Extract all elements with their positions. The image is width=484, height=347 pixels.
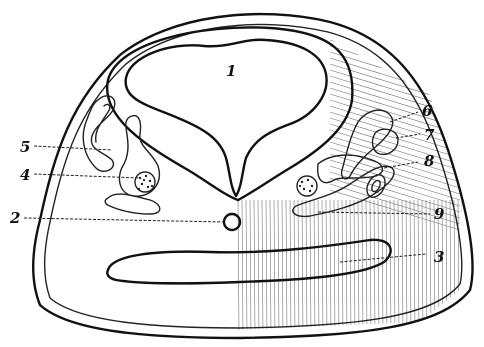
- label-2: 2: [9, 209, 20, 227]
- hatch-line: [310, 200, 311, 335]
- right-structure-7: [373, 129, 398, 154]
- elongated-cavity: [107, 240, 390, 284]
- hatch-line: [330, 70, 460, 110]
- hatch-line: [242, 200, 243, 335]
- hatch-line: [250, 200, 251, 335]
- hatch-line: [266, 200, 267, 335]
- hatch-line: [278, 200, 279, 335]
- small-canal: [224, 214, 240, 230]
- hatch-line: [354, 200, 355, 335]
- label-4: 4: [20, 166, 30, 184]
- hatch-line: [270, 200, 271, 335]
- left-folded-structure-inner: [96, 104, 110, 142]
- hatch-line: [422, 200, 423, 335]
- hatch-line: [254, 200, 255, 335]
- hatch-line: [330, 166, 460, 206]
- hatch-line: [318, 200, 319, 335]
- hatch-line: [314, 200, 315, 335]
- hatch-line: [334, 200, 335, 335]
- hatch-line: [350, 200, 351, 335]
- hatch-line: [406, 200, 407, 335]
- hatch-line: [322, 200, 323, 335]
- hatch-line: [346, 200, 347, 335]
- hatch-line: [366, 200, 367, 335]
- hatch-line: [458, 200, 459, 335]
- hatch-line: [418, 200, 419, 335]
- label-7: 7: [424, 126, 435, 144]
- right-structure-8: [318, 155, 383, 183]
- hatch-line: [358, 200, 359, 335]
- label-5: 5: [20, 138, 30, 156]
- hatch-line: [330, 130, 460, 170]
- hatch-line: [410, 200, 411, 335]
- hatch-line: [382, 200, 383, 335]
- label-6: 6: [422, 102, 433, 120]
- hatch-line: [286, 200, 287, 335]
- hatch-line: [386, 200, 387, 335]
- hatch-line: [338, 200, 339, 335]
- left-flask-structure: [119, 116, 159, 197]
- hatch-line: [330, 58, 460, 98]
- right-structure-9: [293, 166, 394, 216]
- hatch-line: [274, 200, 275, 335]
- hatch-line: [402, 200, 403, 335]
- left-lower-loop: [105, 194, 160, 214]
- hatch-line: [426, 200, 427, 335]
- hatch-line: [430, 200, 431, 335]
- hatch-line: [394, 200, 395, 335]
- hatch-line: [282, 200, 283, 335]
- left-nerve-dots: [138, 175, 153, 190]
- hatch-line: [330, 200, 331, 335]
- hatch-line: [330, 118, 460, 158]
- hatch-line: [262, 200, 263, 335]
- label-8: 8: [424, 152, 435, 170]
- right-nerve-dots: [299, 179, 313, 192]
- hatch-line: [258, 200, 259, 335]
- hatch-line: [450, 200, 451, 335]
- hatch-line: [290, 200, 291, 335]
- hatch-line: [294, 200, 295, 335]
- hatch-line: [390, 200, 391, 335]
- hatch-line: [378, 200, 379, 335]
- hatch-line: [298, 200, 299, 335]
- hatch-line: [326, 200, 327, 335]
- hatch-line: [362, 200, 363, 335]
- hatch-line: [414, 200, 415, 335]
- hatch-line: [342, 200, 343, 335]
- hatch-line: [454, 200, 455, 335]
- hatch-line: [246, 200, 247, 335]
- label-3: 3: [434, 248, 444, 266]
- hatch-line: [306, 200, 307, 335]
- hatch-line: [330, 82, 460, 122]
- right-structure-6: [342, 110, 393, 179]
- hatch-line: [302, 200, 303, 335]
- hatch-line: [330, 148, 460, 188]
- hatch-line: [330, 46, 460, 86]
- label-9: 9: [434, 205, 445, 223]
- label-1: 1: [226, 62, 236, 80]
